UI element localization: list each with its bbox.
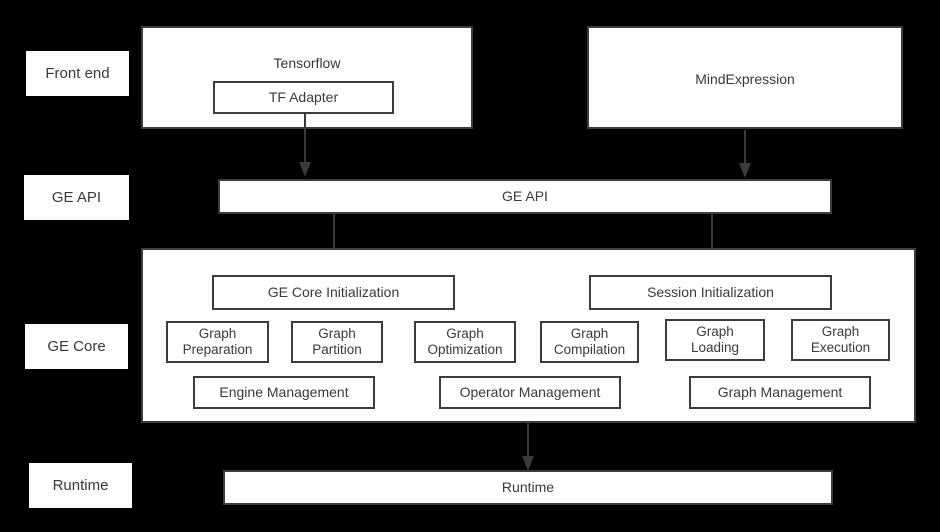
layer-label-ge-api: GE API — [24, 175, 129, 220]
session-initialization-label: Session Initialization — [647, 284, 774, 301]
ge-core-initialization-label: GE Core Initialization — [267, 284, 400, 301]
graph-execution-label: Graph Execution — [810, 324, 871, 355]
arrow-ge-core-to-runtime — [519, 423, 537, 473]
graph-loading-box[interactable]: Graph Loading — [665, 319, 765, 361]
graph-optimization-label: Graph Optimization — [427, 326, 503, 357]
tf-adapter-label: TF Adapter — [268, 89, 339, 106]
layer-label-ge-core: GE Core — [25, 324, 128, 369]
layer-label-front-end-text: Front end — [45, 65, 110, 82]
layer-label-front-end: Front end — [26, 51, 129, 96]
mindexpression-container[interactable] — [587, 26, 903, 129]
ge-core-initialization-box[interactable]: GE Core Initialization — [212, 275, 455, 310]
tensorflow-label: Tensorflow — [273, 55, 341, 71]
runtime-label: Runtime — [501, 479, 555, 496]
graph-loading-label: Graph Loading — [690, 324, 740, 355]
graph-execution-box[interactable]: Graph Execution — [791, 319, 890, 361]
graph-compilation-box[interactable]: Graph Compilation — [540, 321, 639, 363]
graph-preparation-label: Graph Preparation — [182, 326, 253, 357]
layer-label-ge-core-text: GE Core — [47, 338, 106, 355]
graph-management-label: Graph Management — [717, 384, 843, 401]
layer-label-ge-api-text: GE API — [51, 189, 102, 206]
arrow-mindexpression-to-ge-api — [736, 130, 754, 180]
engine-management-box[interactable]: Engine Management — [193, 376, 375, 409]
ge-api-label: GE API — [502, 188, 548, 205]
graph-management-box[interactable]: Graph Management — [689, 376, 871, 409]
operator-management-label: Operator Management — [459, 384, 601, 401]
graph-compilation-label: Graph Compilation — [553, 326, 626, 357]
runtime-bar[interactable]: Runtime — [223, 470, 833, 505]
layer-label-runtime: Runtime — [29, 463, 132, 508]
layer-label-runtime-text: Runtime — [52, 477, 109, 494]
engine-management-label: Engine Management — [219, 384, 349, 401]
tf-adapter-box[interactable]: TF Adapter — [213, 81, 394, 114]
graph-preparation-box[interactable]: Graph Preparation — [166, 321, 269, 363]
operator-management-box[interactable]: Operator Management — [439, 376, 621, 409]
arrow-tf-adapter-to-ge-api — [296, 113, 314, 179]
session-initialization-box[interactable]: Session Initialization — [589, 275, 832, 310]
graph-optimization-box[interactable]: Graph Optimization — [414, 321, 516, 363]
graph-partition-label: Graph Partition — [312, 326, 362, 357]
mindexpression-label: MindExpression — [695, 71, 795, 87]
graph-partition-box[interactable]: Graph Partition — [291, 321, 383, 363]
ge-api-bar[interactable]: GE API — [218, 179, 832, 214]
